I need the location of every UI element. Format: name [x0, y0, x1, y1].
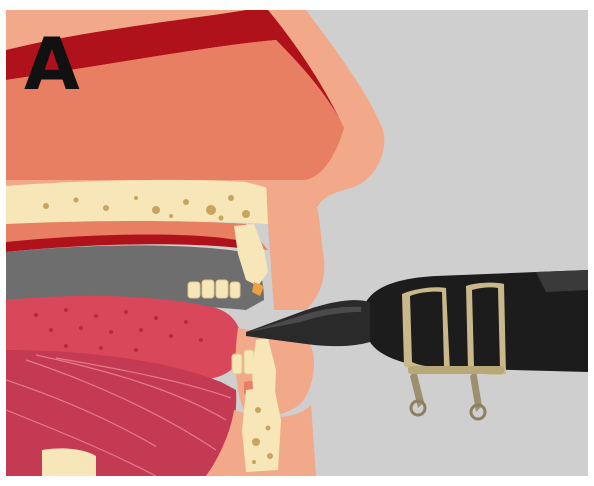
upper-molars [188, 280, 240, 298]
hyoid-bone [42, 448, 96, 476]
anatomy-svg [6, 10, 588, 476]
panel-label: A [24, 28, 80, 100]
anatomy-illustration [6, 10, 588, 476]
palate-bone [6, 180, 268, 224]
jaw-bone [242, 386, 281, 472]
